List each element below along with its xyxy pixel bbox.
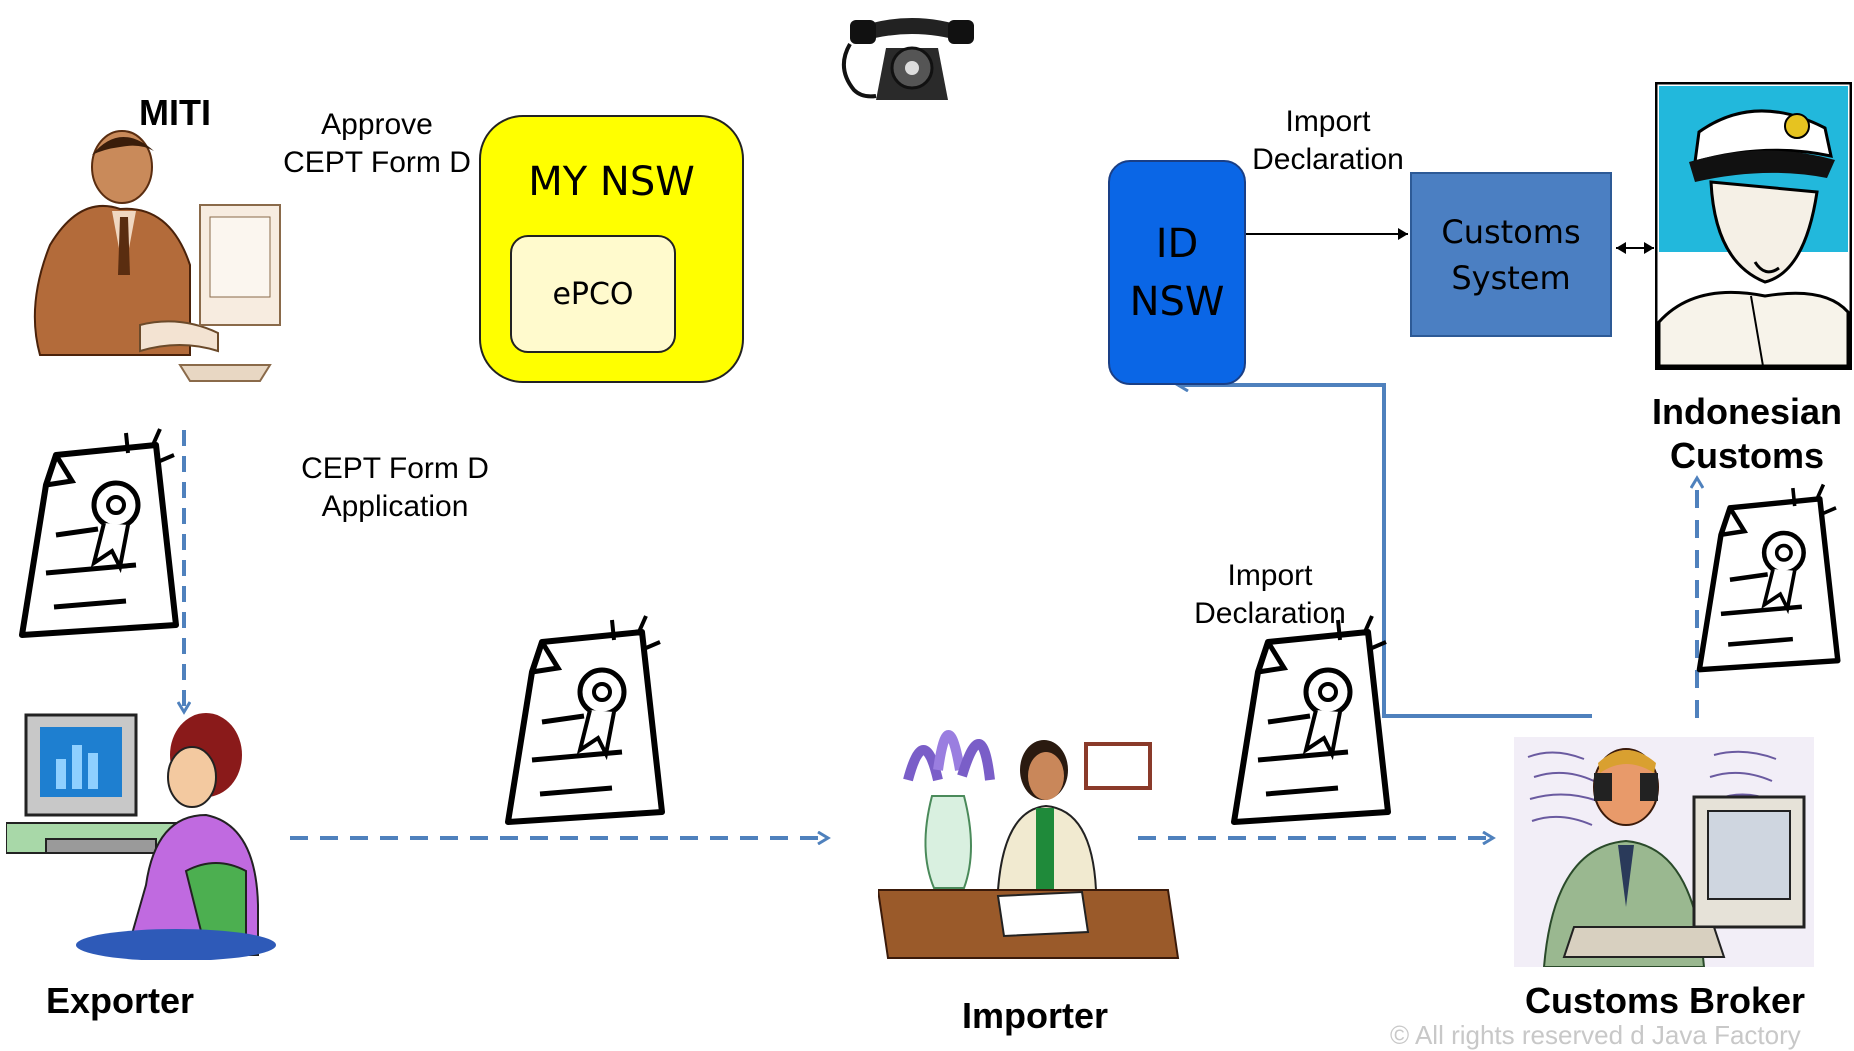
import-declaration-mid-note: Import Declaration	[1194, 559, 1346, 630]
form-d-application-note: CEPT Form D Application	[301, 452, 489, 523]
miti-label: MITI	[139, 92, 211, 133]
customs-system: Customs System	[1410, 172, 1612, 337]
epco-label: ePCO	[552, 276, 634, 312]
indonesian-customs-label: Indonesian Customs	[1651, 391, 1843, 476]
import-declaration-top-note: Import Declaration	[1252, 105, 1404, 176]
customs-system-label: Customs System	[1441, 212, 1581, 297]
copyright-watermark: © All rights reserved d Java Factory	[1390, 1020, 1801, 1050]
id-nsw-system: ID NSW	[1108, 160, 1246, 385]
my-nsw-label: MY NSW	[528, 159, 695, 205]
importer-label: Importer	[961, 995, 1109, 1036]
customs-broker-label: Customs Broker	[1524, 980, 1806, 1021]
exporter-label: Exporter	[45, 980, 195, 1021]
certificate-document-icon	[1231, 615, 1391, 825]
businessman-at-computer-icon	[33, 130, 281, 382]
certificate-document-icon	[19, 428, 179, 638]
woman-at-desk-icon	[878, 730, 1180, 959]
man-at-computer-icon	[1514, 737, 1814, 967]
customs-officer-icon	[1655, 82, 1852, 370]
epco-system: ePCO	[510, 235, 676, 353]
woman-at-computer-icon	[6, 713, 276, 960]
telephone-icon	[842, 18, 974, 100]
arrow-broker-to-id-nsw	[1178, 385, 1592, 718]
approve-form-d-note: Approve CEPT Form D	[283, 108, 471, 179]
certificate-document-icon	[505, 615, 665, 825]
id-nsw-label: ID NSW	[1129, 220, 1225, 325]
certificate-document-icon	[1696, 483, 1841, 673]
